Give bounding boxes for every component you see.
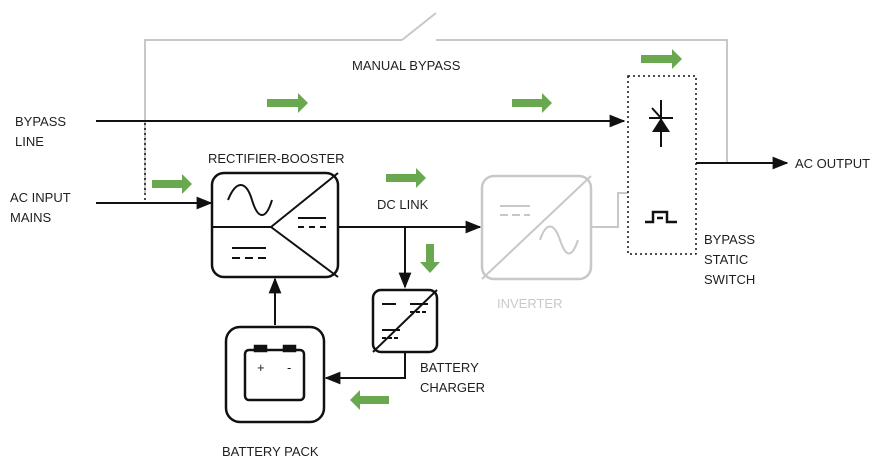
thyristor-icon — [649, 100, 673, 147]
flow-arrow-ac-input — [152, 174, 192, 194]
flow-arrow-bypass-2 — [512, 93, 552, 113]
battery-charger-label-2: CHARGER — [420, 380, 485, 395]
bypass-line-label-2: LINE — [15, 134, 44, 149]
inverter-block — [480, 174, 593, 281]
dc-link-label: DC LINK — [377, 197, 429, 212]
bypass-static-switch-box — [627, 75, 697, 255]
battery-charger-block — [371, 288, 439, 354]
battery-charger-label-1: BATTERY — [420, 360, 479, 375]
flow-arrow-to-battery — [350, 390, 389, 410]
charger-to-battery-line — [324, 352, 406, 385]
rectifier-booster-label: RECTIFIER-BOOSTER — [208, 151, 345, 166]
flow-arrow-down-charger — [420, 244, 440, 273]
rectifier-booster-block — [210, 171, 340, 279]
flow-arrows — [152, 49, 682, 410]
bypass-switch-label-1: BYPASS — [704, 232, 755, 247]
bypass-switch-label-2: STATIC — [704, 252, 748, 267]
flow-arrow-bypass-1 — [267, 93, 308, 113]
flow-arrow-dc-link — [386, 168, 426, 188]
ac-input-label-1: AC INPUT — [10, 190, 71, 205]
ac-output-label: AC OUTPUT — [795, 156, 870, 171]
manual-bypass-path — [144, 12, 728, 193]
battery-pack-label: BATTERY PACK — [222, 444, 319, 459]
static-switch-icon — [645, 210, 677, 224]
battery-pack-block — [224, 325, 326, 424]
bypass-line-label-1: BYPASS — [15, 114, 66, 129]
manual-bypass-label: MANUAL BYPASS — [352, 58, 461, 73]
ac-input-label-2: MAINS — [10, 210, 52, 225]
inverter-to-switch-line — [591, 192, 628, 228]
flow-arrow-manual-bypass — [641, 49, 682, 69]
battery-plus-sign: + — [257, 360, 265, 375]
bypass-switch-label-3: SWITCH — [704, 272, 755, 287]
inverter-label: INVERTER — [497, 296, 563, 311]
battery-minus-sign: - — [287, 360, 291, 375]
